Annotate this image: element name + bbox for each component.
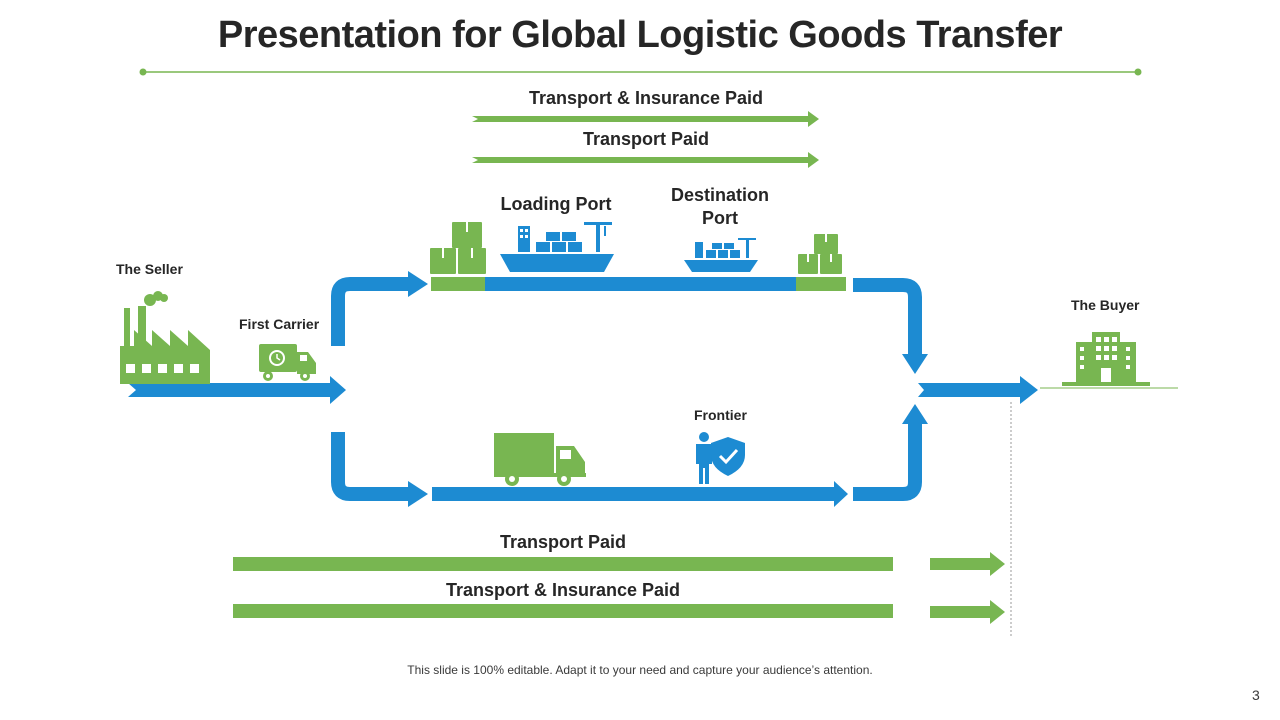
lower-branch-arrow: [331, 432, 428, 507]
office-building-icon: [1062, 332, 1150, 386]
bottom-transport-label: Transport Paid: [499, 532, 627, 552]
truck-icon: [494, 433, 586, 486]
factory-icon: [120, 291, 210, 384]
page-number: 3: [1252, 687, 1260, 703]
bottom-transport-bar: [233, 557, 893, 571]
buyer-label: The Buyer: [1071, 297, 1140, 313]
cargo-ship-icon: [500, 222, 614, 272]
boxes-icon: [798, 234, 842, 274]
bottom-insurance-bar: [233, 604, 893, 618]
bottom-insurance-arrow: [930, 600, 1005, 624]
first-carrier-label: First Carrier: [239, 316, 320, 332]
buyer-arrow: [918, 376, 1038, 404]
person-shield-icon: [696, 432, 745, 484]
bottom-insurance-label: Transport & Insurance Paid: [445, 580, 681, 600]
title-divider: [139, 68, 1142, 76]
top-transport-label: Transport Paid: [582, 129, 710, 149]
lower-right-connector: [853, 404, 928, 501]
slide-title: Presentation for Global Logistic Goods T…: [217, 14, 1063, 56]
upper-branch-arrow: [331, 271, 428, 346]
frontier-label: Frontier: [694, 407, 747, 423]
top-insurance-label: Transport & Insurance Paid: [528, 88, 764, 108]
cargo-ship-icon: [684, 238, 758, 272]
seller-label: The Seller: [116, 261, 183, 277]
upper-right-connector: [853, 278, 928, 374]
destination-port-label: Destination Port: [670, 185, 769, 228]
land-route-arrow: [432, 481, 848, 507]
top-transport-arrow: [472, 152, 819, 168]
delivery-truck-clock-icon: [259, 344, 316, 381]
loading-port-label: Loading Port: [500, 194, 612, 214]
boxes-icon: [430, 222, 486, 274]
footer-note: This slide is 100% editable. Adapt it to…: [407, 663, 873, 677]
sea-route-bar: [431, 277, 846, 291]
bottom-transport-arrow: [930, 552, 1005, 576]
top-insurance-arrow: [472, 111, 819, 127]
